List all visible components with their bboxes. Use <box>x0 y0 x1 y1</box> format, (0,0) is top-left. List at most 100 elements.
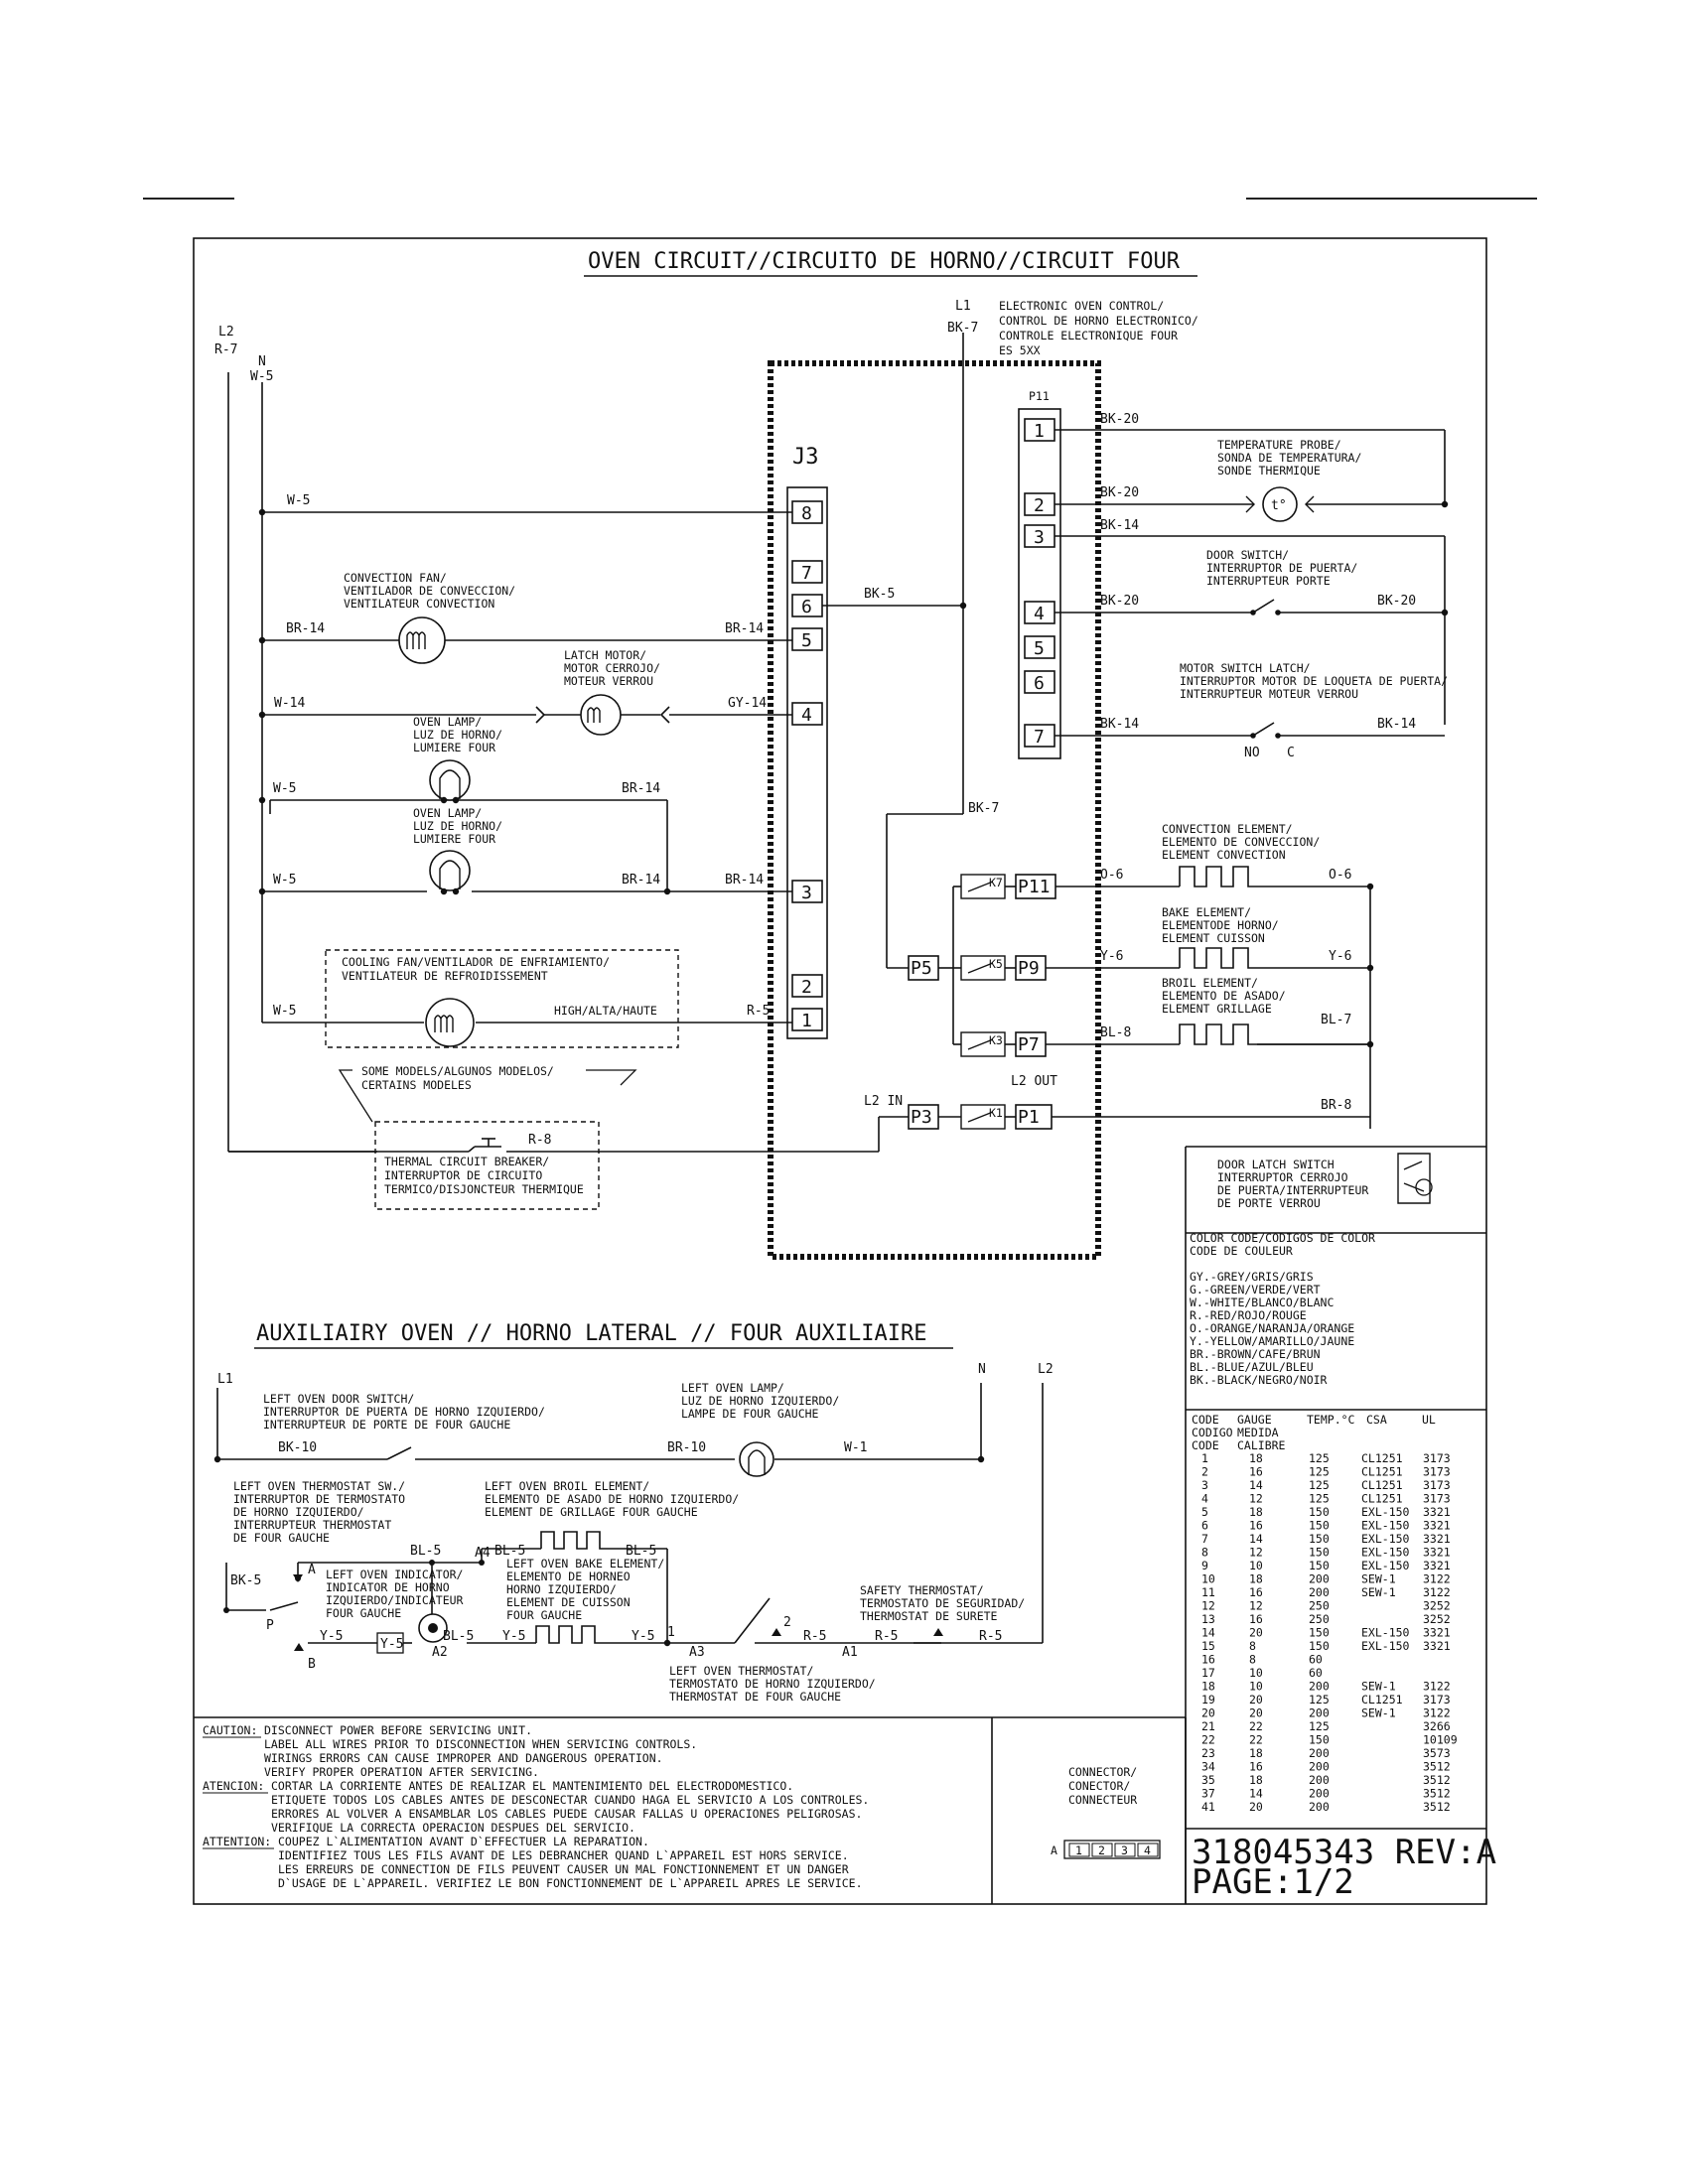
svg-text:LEFT OVEN LAMP/: LEFT OVEN LAMP/ <box>681 1381 784 1395</box>
gauge-table-cell: CL1251 <box>1361 1492 1403 1506</box>
svg-text:BK-7: BK-7 <box>947 321 978 336</box>
svg-text:BROIL ELEMENT/: BROIL ELEMENT/ <box>1162 976 1258 990</box>
gauge-table-cell: 3173 <box>1423 1693 1451 1706</box>
svg-text:LEFT OVEN DOOR SWITCH/: LEFT OVEN DOOR SWITCH/ <box>263 1392 414 1406</box>
some-models-note: SOME MODELS/ALGUNOS MODELOS/ CERTAINS MO… <box>338 1064 637 1123</box>
svg-text:ES 5XX: ES 5XX <box>999 343 1041 357</box>
svg-text:ELEMENTODE HORNO/: ELEMENTODE HORNO/ <box>1162 918 1279 932</box>
gauge-table-cell: 150 <box>1309 1532 1330 1546</box>
top-rule-left <box>143 198 234 200</box>
gauge-table-cell: 3 <box>1201 1478 1208 1492</box>
gauge-table-cell: SEW-1 <box>1361 1680 1396 1694</box>
svg-text:INTERRUPTEUR PORTE: INTERRUPTEUR PORTE <box>1206 574 1331 588</box>
svg-text:2: 2 <box>1098 1843 1105 1857</box>
svg-text:BAKE ELEMENT/: BAKE ELEMENT/ <box>1162 905 1251 919</box>
convection-element: CONVECTION ELEMENT/ ELEMENTO DE CONVECCI… <box>1162 822 1320 887</box>
svg-text:P11: P11 <box>1029 389 1050 403</box>
svg-text:O.-ORANGE/NARANJA/ORANGE: O.-ORANGE/NARANJA/ORANGE <box>1190 1321 1354 1335</box>
gauge-table-cell: 200 <box>1309 1760 1330 1774</box>
gauge-table-cell: 200 <box>1309 1585 1330 1599</box>
svg-text:R-5: R-5 <box>875 1629 898 1644</box>
diagram-frame <box>193 237 1487 1905</box>
gauge-table-cell: CL1251 <box>1361 1693 1403 1706</box>
svg-text:ELEMENT DE GRILLAGE FOUR GAUCH: ELEMENT DE GRILLAGE FOUR GAUCHE <box>485 1505 698 1519</box>
bake-element: BAKE ELEMENT/ ELEMENTODE HORNO/ ELEMENT … <box>1162 905 1279 969</box>
svg-text:COLOR CODE/CODIGOS DE COLOR: COLOR CODE/CODIGOS DE COLOR <box>1190 1231 1375 1245</box>
gauge-table-cell: 6 <box>1201 1519 1208 1533</box>
gauge-table-cell: 3173 <box>1423 1478 1451 1492</box>
gauge-table-cell: 20 <box>1201 1706 1215 1720</box>
svg-text:TERMOSTATO DE HORNO IZQUIERDO/: TERMOSTATO DE HORNO IZQUIERDO/ <box>669 1677 876 1691</box>
svg-text:O-6: O-6 <box>1329 868 1351 883</box>
svg-text:R-5: R-5 <box>803 1629 826 1644</box>
svg-text:W-14: W-14 <box>274 696 305 711</box>
svg-text:LUMIERE FOUR: LUMIERE FOUR <box>413 832 495 846</box>
svg-text:CONNECTEUR: CONNECTEUR <box>1068 1793 1137 1807</box>
svg-text:BK-14: BK-14 <box>1100 717 1139 732</box>
svg-text:CODE: CODE <box>1192 1438 1219 1452</box>
gauge-table-cell: 20 <box>1249 1800 1263 1814</box>
svg-text:DE HORNO IZQUIERDO/: DE HORNO IZQUIERDO/ <box>233 1505 364 1519</box>
svg-text:D`USAGE DE L`APPAREIL. VERIFIE: D`USAGE DE L`APPAREIL. VERIFIEZ LE BON F… <box>278 1876 863 1890</box>
gauge-table-cell: 22 <box>1201 1733 1215 1747</box>
gauge-table-cell: EXL-150 <box>1361 1519 1410 1533</box>
svg-text:8: 8 <box>801 503 812 524</box>
svg-text:LEFT OVEN INDICATOR/: LEFT OVEN INDICATOR/ <box>326 1568 464 1581</box>
svg-text:INTERRUPTEUR THERMOSTAT: INTERRUPTEUR THERMOSTAT <box>233 1518 391 1532</box>
gauge-table-cell: 3512 <box>1423 1773 1451 1787</box>
svg-text:LEFT OVEN THERMOSTAT SW./: LEFT OVEN THERMOSTAT SW./ <box>233 1479 405 1493</box>
svg-text:W-1: W-1 <box>844 1440 867 1455</box>
svg-text:A: A <box>308 1563 316 1577</box>
gauge-table-cell: 18 <box>1249 1773 1263 1787</box>
svg-text:MOTOR CERROJO/: MOTOR CERROJO/ <box>564 661 660 675</box>
svg-text:BR.-BROWN/CAFE/BRUN: BR.-BROWN/CAFE/BRUN <box>1190 1347 1321 1361</box>
top-rule-right <box>1246 198 1537 200</box>
svg-text:CODE: CODE <box>1192 1413 1219 1427</box>
right-branch-dots <box>1250 500 1449 1048</box>
gauge-table-cell: 10 <box>1249 1559 1263 1572</box>
gauge-table-cell: 3122 <box>1423 1706 1451 1720</box>
svg-text:3: 3 <box>801 883 812 903</box>
svg-text:A1: A1 <box>842 1645 858 1660</box>
gauge-table-cell: 125 <box>1309 1451 1330 1465</box>
svg-text:3: 3 <box>1121 1843 1128 1857</box>
svg-text:BR-14: BR-14 <box>622 781 660 796</box>
svg-text:3: 3 <box>1034 527 1045 548</box>
svg-text:FOUR GAUCHE: FOUR GAUCHE <box>506 1608 582 1622</box>
svg-text:LABEL ALL WIRES PRIOR TO DISCO: LABEL ALL WIRES PRIOR TO DISCONNECTION W… <box>264 1737 697 1751</box>
gauge-table-cell: CL1251 <box>1361 1465 1403 1479</box>
svg-text:LEFT OVEN THERMOSTAT/: LEFT OVEN THERMOSTAT/ <box>669 1664 813 1678</box>
gauge-table-cell: 200 <box>1309 1680 1330 1694</box>
svg-text:LUMIERE FOUR: LUMIERE FOUR <box>413 741 495 754</box>
gauge-table-cell: CL1251 <box>1361 1478 1403 1492</box>
j3-pin <box>791 702 823 726</box>
svg-text:N: N <box>258 354 266 369</box>
svg-text:LUZ DE HORNO/: LUZ DE HORNO/ <box>413 819 502 833</box>
svg-text:LAMPE DE FOUR GAUCHE: LAMPE DE FOUR GAUCHE <box>681 1407 819 1421</box>
gauge-table-cell: 3321 <box>1423 1639 1451 1653</box>
svg-text:FOUR GAUCHE: FOUR GAUCHE <box>326 1606 401 1620</box>
supply-lines <box>227 333 964 1153</box>
svg-text:ELEMENT CONVECTION: ELEMENT CONVECTION <box>1162 848 1286 862</box>
gauge-table-cell: 19 <box>1201 1693 1215 1706</box>
gauge-table-cell: 125 <box>1309 1465 1330 1479</box>
svg-text:MOTEUR VERROU: MOTEUR VERROU <box>564 674 653 688</box>
svg-text:ELEMENTO DE ASADO DE HORNO IZQ: ELEMENTO DE ASADO DE HORNO IZQUIERDO/ <box>485 1492 739 1506</box>
svg-text:LES ERREURS DE CONNECTION DE F: LES ERREURS DE CONNECTION DE FILS PEUVEN… <box>278 1862 849 1876</box>
j3-pin <box>791 1008 823 1031</box>
gauge-table-cell: 20 <box>1249 1693 1263 1706</box>
svg-text:ELEMENTO DE CONVECCION/: ELEMENTO DE CONVECCION/ <box>1162 835 1320 849</box>
svg-text:5: 5 <box>801 630 812 651</box>
svg-text:INTERRUPTOR DE PUERTA DE HORNO: INTERRUPTOR DE PUERTA DE HORNO IZQUIERDO… <box>263 1405 545 1419</box>
j3-connector: J3 8 7 6 5 4 3 2 1 <box>786 445 828 1039</box>
relay-boxes: P5 P3 L2 IN L2 OUT K7 K5 K3 K1 P11 P9 P7… <box>864 874 1057 1130</box>
convection-fan: CONVECTION FAN/ VENTILADOR DE CONVECCION… <box>344 571 515 664</box>
svg-text:6: 6 <box>1034 673 1045 694</box>
gauge-table-cell: 150 <box>1309 1519 1330 1533</box>
gauge-table-cell: EXL-150 <box>1361 1626 1410 1640</box>
gauge-table-cell: 150 <box>1309 1733 1330 1747</box>
gauge-table-cell: 1 <box>1201 1451 1208 1465</box>
svg-text:BR-10: BR-10 <box>667 1440 706 1455</box>
svg-text:W-5: W-5 <box>273 781 296 796</box>
